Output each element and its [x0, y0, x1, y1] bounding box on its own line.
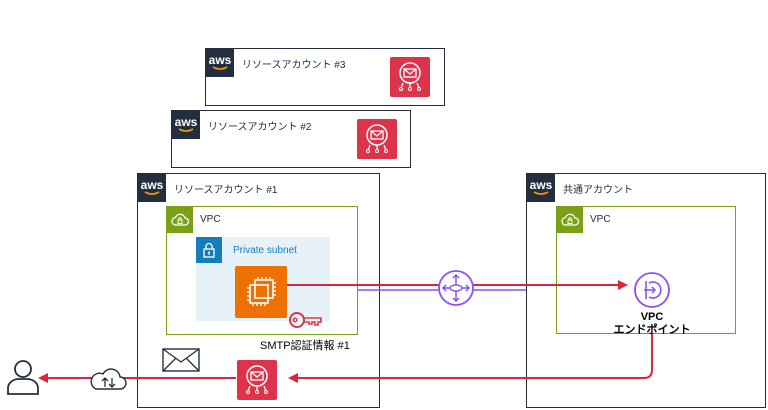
- resource-account-3-label: リソースアカウント #3: [242, 60, 346, 71]
- key-icon: [289, 312, 322, 328]
- vpc-cloud-icon: [557, 207, 583, 233]
- privatelink-endpoint-icon: [634, 272, 670, 308]
- resource-vpc-box: VPC Private subnet: [166, 206, 358, 335]
- endpoint-to-ses-arrow: [288, 334, 653, 383]
- shared-account-label: 共通アカウント: [563, 185, 633, 196]
- ec2-instance-icon: [235, 266, 287, 318]
- vpc-endpoint-label: VPC エンドポイント: [613, 311, 691, 336]
- shared-vpc-box: VPC: [556, 206, 736, 334]
- smtp-credentials-label: SMTP認証情報 #1: [260, 340, 350, 352]
- aws-logo-icon: aws: [527, 174, 555, 202]
- user-icon: [7, 360, 39, 395]
- ses-icon: [237, 360, 277, 400]
- shared-vpc-label: VPC: [590, 214, 611, 225]
- mail-envelope-icon: [162, 348, 200, 372]
- resource-account-2-box: aws リソースアカウント #2: [171, 110, 411, 168]
- ses-icon: [390, 57, 430, 97]
- vpc-cloud-icon: [167, 207, 193, 233]
- aws-logo-icon: aws: [172, 111, 200, 139]
- aws-logo-icon: aws: [138, 174, 166, 202]
- resource-vpc-label: VPC: [200, 214, 221, 225]
- resource-account-2-label: リソースアカウント #2: [208, 122, 312, 133]
- resource-account-3-box: aws リソースアカウント #3: [205, 48, 445, 106]
- private-subnet-label: Private subnet: [233, 245, 297, 256]
- transit-gateway-icon: [438, 270, 474, 306]
- cloud-transfer-icon: [90, 368, 127, 390]
- private-subnet-box: Private subnet: [196, 237, 330, 321]
- resource-account-1-label: リソースアカウント #1: [174, 185, 278, 196]
- ses-icon: [357, 119, 397, 159]
- padlock-icon: [196, 237, 222, 263]
- aws-logo-icon: aws: [206, 49, 234, 77]
